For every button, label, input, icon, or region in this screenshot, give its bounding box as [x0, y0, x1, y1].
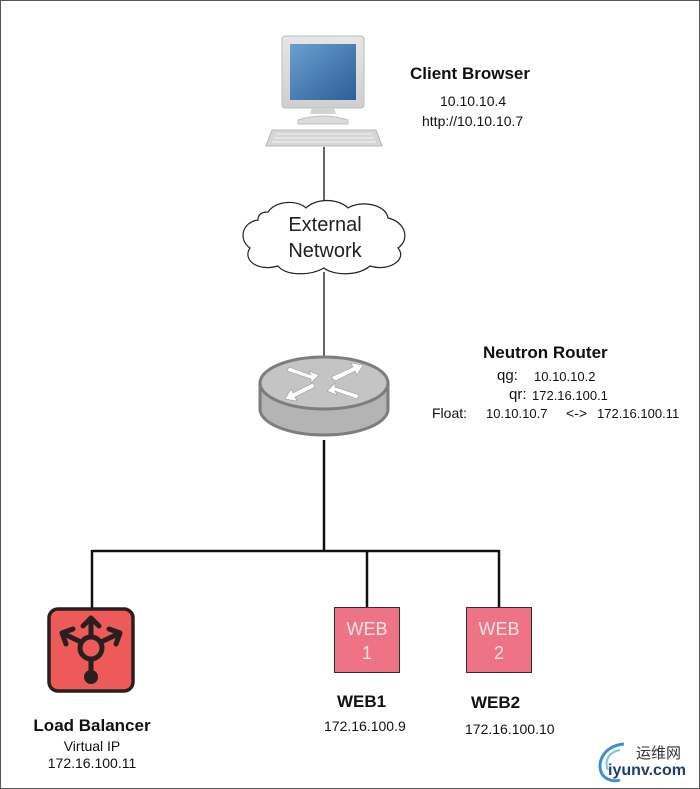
neutron-router-title: Neutron Router: [483, 343, 608, 362]
router-qr-label: qr:: [509, 386, 527, 403]
watermark: 运维网 iyunv.com: [594, 738, 698, 786]
load-balancer-ip: 172.16.100.11: [47, 755, 137, 771]
client-ip: 10.10.10.4: [440, 93, 507, 109]
client-browser-title: Client Browser: [410, 64, 530, 83]
external-network-line1: External: [288, 214, 362, 236]
load-balancer-icon: [47, 607, 135, 693]
router-float-label: Float:: [432, 405, 468, 421]
watermark-cn: 运维网: [636, 745, 682, 762]
web2-title: WEB2: [471, 693, 521, 712]
cloud-icon: [242, 199, 406, 275]
load-balancer-subtitle: Virtual IP: [63, 738, 121, 754]
web2-ip: 172.16.100.10: [465, 721, 555, 737]
web2-box-line2: 2: [493, 643, 504, 663]
router-icon: [258, 355, 390, 437]
router-qg-ip: 10.10.10.2: [534, 369, 596, 384]
web1-box-line2: 1: [361, 643, 372, 663]
watermark-swoosh-icon: [598, 742, 625, 783]
load-balancer-title: Load Balancer: [33, 716, 151, 735]
watermark-en: iyunv.com: [608, 762, 686, 779]
web1-box-line1: WEB: [346, 619, 388, 639]
router-float-external-ip: 10.10.10.7: [486, 406, 548, 421]
external-network-line2: Network: [288, 240, 362, 262]
router-qg-label: qg:: [497, 367, 518, 384]
client-url: http://10.10.10.7: [422, 113, 524, 129]
router-qr-ip: 172.16.100.1: [532, 388, 608, 403]
desktop-computer-icon: [265, 35, 383, 147]
web2-server-icon: WEB 2: [466, 607, 532, 673]
web1-ip: 172.16.100.9: [324, 718, 406, 734]
web1-server-icon: WEB 1: [334, 607, 400, 673]
router-float-internal-ip: 172.16.100.11: [597, 406, 680, 421]
external-network-label: External Network: [238, 212, 412, 264]
router-float-arrow: <->: [566, 405, 588, 421]
web2-box-line1: WEB: [478, 619, 520, 639]
web1-title: WEB1: [337, 692, 387, 711]
